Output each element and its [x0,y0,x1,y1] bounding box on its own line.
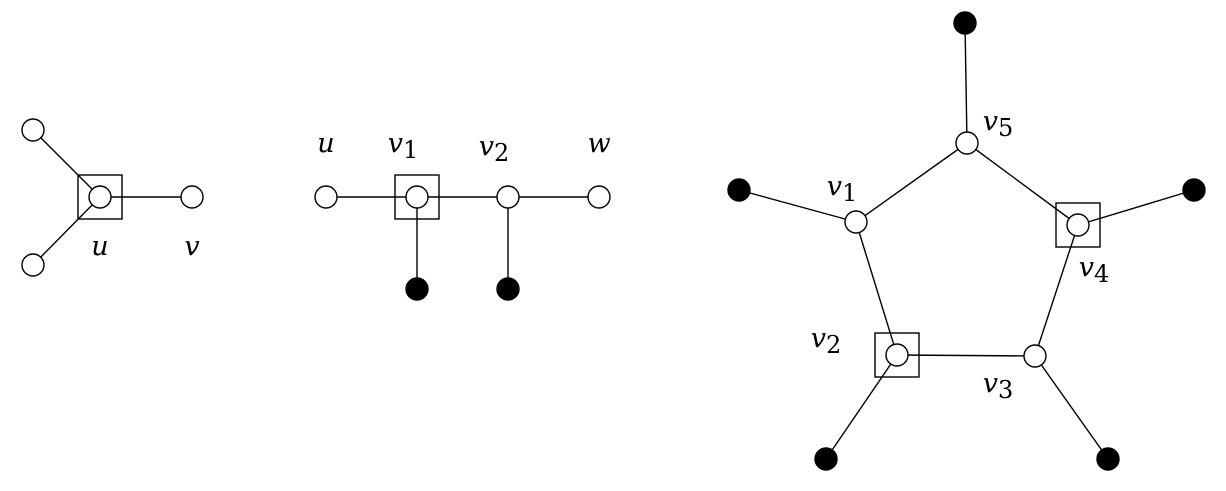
node-w-open [587,185,611,209]
edge-a-u [32,129,101,198]
label-v2: v2 [811,323,842,359]
label-v1: v1 [388,128,419,164]
node-u-open [314,185,338,209]
edge-v1-p1 [738,189,857,223]
edge-v5-v4 [966,142,1079,226]
box-u [77,174,123,220]
node-v2-open [496,185,520,209]
label-v4: v4 [1079,252,1110,288]
label-v: v [184,231,199,262]
label-v1: v1 [827,171,858,207]
node-b-open [21,253,45,277]
label-v5: v5 [983,106,1014,142]
fig2-graph: u v1 v2 w [314,128,611,301]
edge-v1-v5 [855,142,968,223]
node-v3-open [1023,344,1047,368]
node-v1-open [844,210,868,234]
node-v2-open [885,343,909,367]
box-v2 [874,332,920,378]
edge-v5-p5 [964,22,968,144]
label-w: w [587,128,610,159]
fig3-graph: v1 v2 v3 v4 v5 [727,11,1206,471]
label-u: u [317,128,334,159]
edge-v3-v2 [896,354,1036,357]
node-l1-filled [405,277,429,301]
node-v1-open [405,185,429,209]
label-v3: v3 [983,368,1014,404]
edge-v4-p4 [1077,189,1195,226]
node-v5-open [955,131,979,155]
edge-v2-p2 [825,354,898,460]
node-p3-filled [1096,447,1120,471]
node-v4-open [1066,213,1090,237]
label-v2: v2 [479,131,510,167]
box-v4 [1055,202,1101,248]
edge-v2-v1 [855,221,898,356]
node-u-open [88,185,112,209]
node-p5-filled [953,11,977,35]
box-v1 [394,174,440,220]
label-u: u [91,231,108,262]
edge-b-u [32,196,101,266]
node-a-open [21,118,45,142]
node-v-open [180,185,204,209]
node-p2-filled [814,447,838,471]
node-p4-filled [1182,178,1206,202]
node-p1-filled [727,178,751,202]
node-l2-filled [496,277,520,301]
edge-v3-p3 [1034,355,1109,460]
